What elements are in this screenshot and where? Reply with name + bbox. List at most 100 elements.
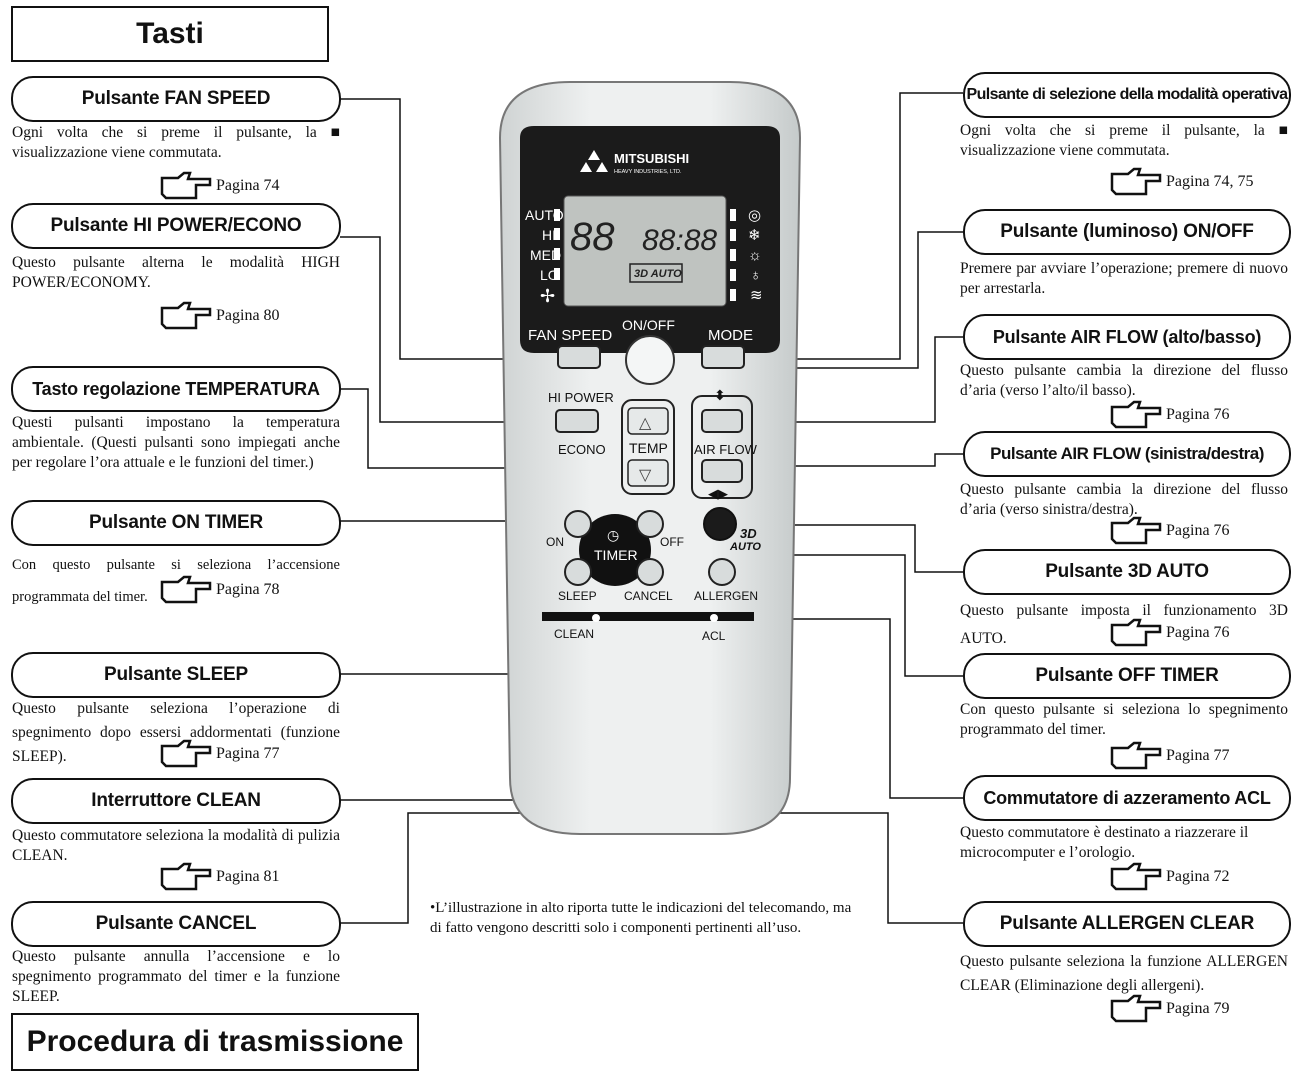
page-ref-text: Pagina 76	[1166, 624, 1230, 641]
3d-auto-button[interactable]	[703, 507, 737, 541]
page-ref-allergen: Pagina 79	[1110, 993, 1230, 1025]
on-timer-label: ON	[546, 535, 564, 549]
air-flow-left-right-button[interactable]	[701, 459, 743, 483]
pointing-hand-icon	[160, 575, 212, 604]
temp-frame	[621, 399, 675, 495]
label-off-timer: Pulsante OFF TIMER	[963, 653, 1291, 699]
lcd-clock: 88:88	[642, 224, 717, 257]
mode-button[interactable]	[701, 345, 745, 369]
clean-switch[interactable]	[592, 614, 600, 622]
page-ref-clean: Pagina 81	[160, 861, 280, 893]
desc-fan-speed: Ogni volta che si preme il pulsante, la …	[12, 124, 340, 161]
desc-temperature: Questi pulsanti impostano la temperatura…	[12, 414, 340, 471]
label-3d-auto: Pulsante 3D AUTO	[963, 549, 1291, 595]
temp-up-button[interactable]	[627, 407, 669, 435]
page-ref-air-flow-up-down: Pagina 76	[1110, 399, 1230, 431]
page-ref-3d-auto: Pagina 76	[1110, 617, 1230, 649]
mode-level-bars	[730, 209, 736, 301]
fan-mode-icon: ≋	[750, 287, 763, 304]
footer-title-text: Procedura di trasmissione	[26, 1025, 404, 1058]
fan-level-med: MED	[530, 247, 561, 263]
label-mode: Pulsante di selezione della modalità ope…	[963, 72, 1291, 118]
auto-label: AUTO	[729, 541, 761, 553]
label-air-flow-up-down: Pulsante AIR FLOW (alto/basso)	[963, 314, 1291, 360]
pointing-hand-icon	[1110, 741, 1162, 770]
on-off-button[interactable]	[625, 335, 675, 385]
timer-cluster	[579, 514, 651, 586]
lcd-temperature: 88	[570, 215, 615, 259]
up-down-arrow-icon: ⬍	[714, 387, 726, 403]
desc-air-flow-up-down: Questo pulsante cambia la direzione del …	[960, 362, 1288, 399]
dry-mode-icon: ♁	[750, 267, 761, 284]
mitsubishi-logo-icon	[580, 150, 608, 172]
clean-label: CLEAN	[554, 627, 594, 641]
acl-switch[interactable]	[710, 614, 718, 622]
pointing-hand-icon	[1110, 400, 1162, 429]
label-cancel: Pulsante CANCEL	[11, 901, 341, 947]
switch-bar	[542, 612, 754, 621]
3d-label: 3D	[740, 526, 757, 541]
desc-off-timer: Con questo pulsante si seleziona lo speg…	[960, 701, 1288, 738]
fan-level-hi: HI	[542, 227, 556, 243]
page-ref-text: Pagina 76	[1166, 522, 1230, 539]
label-acl: Commutatore di azzeramento ACL	[963, 775, 1291, 821]
fan-icon: ✢	[540, 286, 555, 306]
desc-air-flow-left-right: Questo pulsante cambia la direzione del …	[960, 481, 1288, 518]
section-title: Tasti	[11, 6, 329, 62]
label-on-off: Pulsante (luminoso) ON/OFF	[963, 209, 1291, 255]
timer-label: TIMER	[594, 547, 638, 563]
page-ref-text: Pagina 77	[1166, 747, 1230, 764]
fan-speed-button[interactable]	[557, 345, 601, 369]
page-ref-sleep: Pagina 77	[160, 738, 280, 770]
label-temperature: Tasto regolazione TEMPERATURA	[11, 366, 341, 412]
page-ref-text: Pagina 72	[1166, 868, 1230, 885]
heat-mode-icon: ☼	[748, 247, 762, 264]
fan-speed-label: FAN SPEED	[528, 327, 612, 344]
pointing-hand-icon	[1110, 167, 1162, 196]
mode-label: MODE	[708, 327, 753, 344]
footer-title: Procedura di trasmissione	[11, 1013, 419, 1071]
on-timer-button[interactable]	[564, 510, 592, 538]
desc-3d-auto: Questo pulsante imposta il funzionamento…	[960, 602, 1288, 647]
desc-cancel: Questo pulsante annulla l’accensione e l…	[12, 948, 340, 1005]
page-ref-hi-power: Pagina 80	[160, 300, 280, 332]
cancel-label: CANCEL	[624, 589, 673, 603]
pointing-hand-icon	[160, 862, 212, 891]
label-fan-speed: Pulsante FAN SPEED	[11, 76, 341, 122]
page-ref-text: Pagina 79	[1166, 1000, 1230, 1017]
page-ref-text: Pagina 77	[216, 745, 280, 762]
sleep-label: SLEEP	[558, 589, 597, 603]
off-timer-button[interactable]	[636, 510, 664, 538]
page-ref-text: Pagina 76	[1166, 406, 1230, 423]
pointing-hand-icon	[160, 739, 212, 768]
left-right-arrow-icon: ◀▶	[708, 486, 728, 501]
page-ref-on-timer: Pagina 78	[160, 574, 280, 606]
hi-power-econo-button[interactable]	[555, 409, 599, 433]
hi-power-label: HI POWER	[548, 390, 614, 405]
pointing-hand-icon	[1110, 516, 1162, 545]
page-ref-text: Pagina 80	[216, 307, 280, 324]
auto-mode-icon: ◎	[748, 207, 761, 224]
fan-level-bars	[554, 209, 560, 280]
acl-label: ACL	[702, 629, 726, 643]
label-hi-power-econo: Pulsante HI POWER/ECONO	[11, 203, 341, 249]
cancel-button[interactable]	[636, 558, 664, 586]
desc-mode: Ogni volta che si preme il pulsante, la …	[960, 122, 1288, 159]
air-flow-frame	[691, 395, 753, 499]
page-ref-text: Pagina 81	[216, 868, 280, 885]
allergen-clear-button[interactable]	[708, 558, 736, 586]
temp-label: TEMP	[629, 440, 668, 456]
page-ref-fan-speed: Pagina 74	[160, 170, 280, 202]
pointing-hand-icon	[160, 301, 212, 330]
air-flow-up-down-button[interactable]	[701, 409, 743, 433]
pointing-hand-icon	[160, 171, 212, 200]
desc-allergen-clear: Questo pulsante seleziona la funzione AL…	[960, 953, 1288, 994]
lcd-3d-auto-frame	[629, 263, 683, 283]
illustration-note: •L’illustrazione in alto riporta tutte l…	[430, 900, 852, 936]
pointing-hand-icon	[1110, 994, 1162, 1023]
sleep-button[interactable]	[564, 558, 592, 586]
desc-clean: Questo commutatore seleziona la modalità…	[12, 827, 340, 864]
cool-mode-icon: ❄	[748, 227, 761, 244]
desc-hi-power-econo: Questo pulsante alterna le modalità HIGH…	[12, 254, 340, 291]
temp-down-button[interactable]	[627, 459, 669, 487]
